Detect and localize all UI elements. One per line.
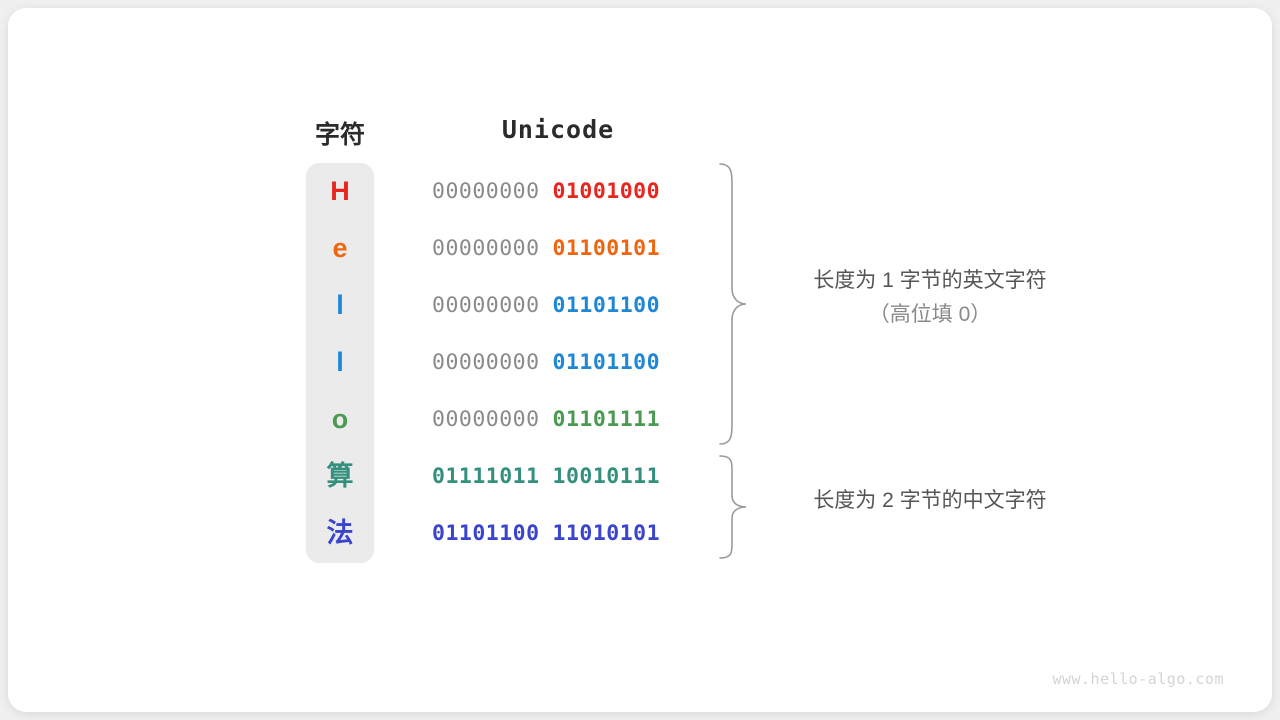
row-binary-low-byte: 01001000 xyxy=(552,179,661,204)
row-binary-low-byte: 01101100 xyxy=(552,350,661,375)
encoding-row: H 00000000 01001000 xyxy=(306,163,706,220)
row-character: e xyxy=(332,233,348,263)
column-header-unicode: Unicode xyxy=(501,115,615,144)
row-binary-value: 01101100 11010101 xyxy=(432,505,690,562)
byte-separator xyxy=(540,407,553,432)
annotation-english-line2: （高位填 0） xyxy=(868,303,992,326)
annotation-chinese-line1: 长度为 2 字节的中文字符 xyxy=(813,489,1047,512)
row-binary-value: 00000000 01101100 xyxy=(432,277,690,334)
encoding-row: e 00000000 01100101 xyxy=(306,220,706,277)
encoding-row: 法 01101100 11010101 xyxy=(306,505,706,562)
row-binary-high-byte: 00000000 xyxy=(432,350,540,375)
row-character: l xyxy=(336,347,344,377)
byte-separator xyxy=(540,179,553,204)
annotation-english-bytes: 长度为 1 字节的英文字符 （高位填 0） xyxy=(760,264,1100,332)
character-column-pill xyxy=(306,163,374,563)
row-binary-value: 00000000 01101100 xyxy=(432,334,690,391)
annotation-chinese-bytes: 长度为 2 字节的中文字符 xyxy=(760,484,1100,518)
row-character: l xyxy=(336,290,344,320)
row-binary-value: 00000000 01100101 xyxy=(432,220,690,277)
row-binary-low-byte: 01101111 xyxy=(552,407,661,432)
column-header-character: 字符 xyxy=(314,121,365,149)
annotation-english-line1: 长度为 1 字节的英文字符 xyxy=(813,269,1047,292)
row-character: 法 xyxy=(326,518,354,548)
row-binary-value: 01111011 10010111 xyxy=(432,448,690,505)
row-binary-low-byte: 10010111 xyxy=(552,464,661,489)
row-binary-low-byte: 01100101 xyxy=(552,236,661,261)
byte-separator xyxy=(540,236,553,261)
encoding-row: l 00000000 01101100 xyxy=(306,334,706,391)
row-binary-value: 00000000 01101111 xyxy=(432,391,690,448)
byte-separator xyxy=(540,464,553,489)
row-binary-low-byte: 11010101 xyxy=(552,521,661,546)
encoding-row: o 00000000 01101111 xyxy=(306,391,706,448)
byte-separator xyxy=(540,293,553,318)
encoding-row: l 00000000 01101100 xyxy=(306,277,706,334)
row-binary-high-byte: 00000000 xyxy=(432,179,540,204)
row-binary-high-byte: 00000000 xyxy=(432,407,540,432)
row-binary-high-byte: 01101100 xyxy=(432,521,540,546)
row-binary-low-byte: 01101100 xyxy=(552,293,661,318)
row-binary-high-byte: 00000000 xyxy=(432,236,540,261)
row-binary-high-byte: 00000000 xyxy=(432,293,540,318)
content-card xyxy=(8,8,1272,712)
encoding-row: 算 01111011 10010111 xyxy=(306,448,706,505)
brace-chinese-group xyxy=(719,455,747,559)
byte-separator xyxy=(540,521,553,546)
brace-english-group xyxy=(719,163,747,445)
row-binary-value: 00000000 01001000 xyxy=(432,163,690,220)
watermark-url: www.hello-algo.com xyxy=(1052,670,1224,688)
row-character: o xyxy=(331,404,349,434)
row-character: 算 xyxy=(326,461,354,491)
byte-separator xyxy=(540,350,553,375)
row-character: H xyxy=(330,176,350,206)
row-binary-high-byte: 01111011 xyxy=(432,464,540,489)
